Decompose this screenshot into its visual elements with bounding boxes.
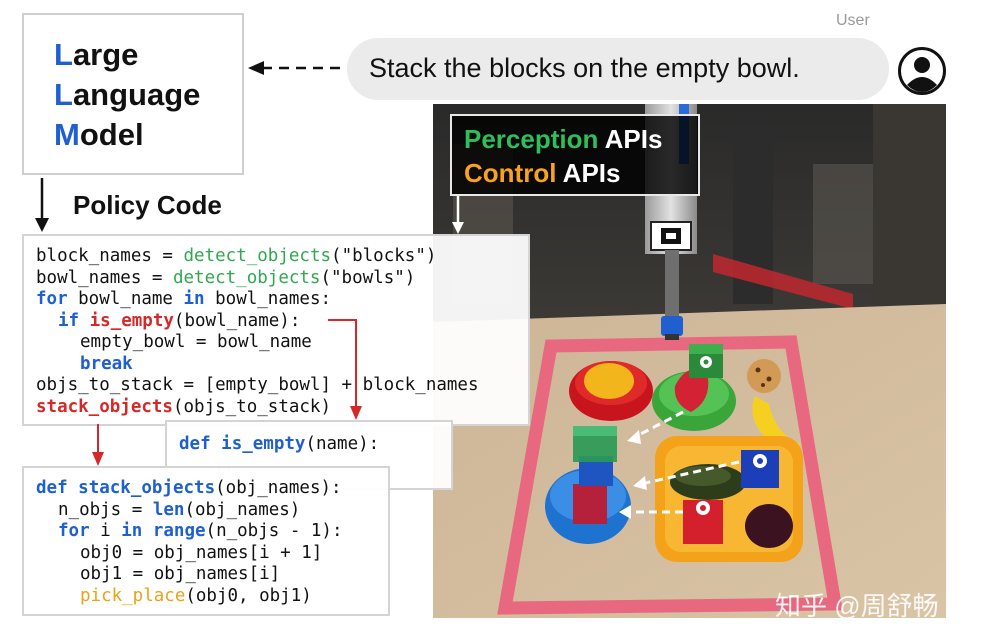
code-line: def is_empty(name): xyxy=(179,434,380,454)
llm-line-language: Language xyxy=(54,77,201,112)
user-label: User xyxy=(836,12,870,29)
control-apis-label: Control APIs xyxy=(464,158,621,188)
llm-line-model: Model xyxy=(54,117,144,152)
llm-to-code-arrow xyxy=(35,178,49,232)
user-message-text: Stack the blocks on the empty bowl. xyxy=(369,53,800,83)
code-line: objs_to_stack = [empty_bowl] + block_nam… xyxy=(36,375,479,395)
user-avatar-icon xyxy=(898,47,946,95)
apis-legend-box: Perception APIs Control APIs xyxy=(450,114,700,196)
code-line: stack_objects(objs_to_stack) xyxy=(36,396,332,417)
code-line: bowl_names = detect_objects("bowls") xyxy=(36,267,416,288)
stack-objects-def-box: def stack_objects(obj_names): n_objs = l… xyxy=(22,466,390,616)
code-line: empty_bowl = bowl_name xyxy=(80,332,312,352)
watermark-text: 知乎 @周舒畅 xyxy=(775,591,939,621)
code-line: obj0 = obj_names[i + 1] xyxy=(80,542,323,563)
code-line: obj1 = obj_names[i] xyxy=(80,564,281,584)
is-empty-ref-arrow xyxy=(328,319,362,420)
code-line: break xyxy=(80,353,133,374)
stack-objects-ref-arrow xyxy=(92,424,104,466)
code-line: for bowl_name in bowl_names: xyxy=(36,289,332,309)
user-message-bubble: Stack the blocks on the empty bowl. xyxy=(347,38,889,100)
apis-to-photo-arrow xyxy=(452,196,464,234)
code-line: block_names = detect_objects("blocks") xyxy=(36,246,437,266)
code-line: for i in range(n_objs - 1): xyxy=(58,521,343,541)
llm-line-large: Large xyxy=(54,37,139,72)
code-line: def stack_objects(obj_names): xyxy=(36,478,342,498)
policy-code-label: Policy Code xyxy=(73,190,222,220)
policy-code-box: block_names = detect_objects("blocks") b… xyxy=(22,234,530,426)
llm-box: Large Language Model xyxy=(22,13,244,175)
code-line: n_objs = len(obj_names) xyxy=(58,499,301,520)
perception-apis-label: Perception APIs xyxy=(464,124,663,154)
code-line: if is_empty(bowl_name): xyxy=(58,310,301,331)
code-line: pick_place(obj0, obj1) xyxy=(80,585,312,606)
user-to-llm-arrow xyxy=(248,61,340,75)
